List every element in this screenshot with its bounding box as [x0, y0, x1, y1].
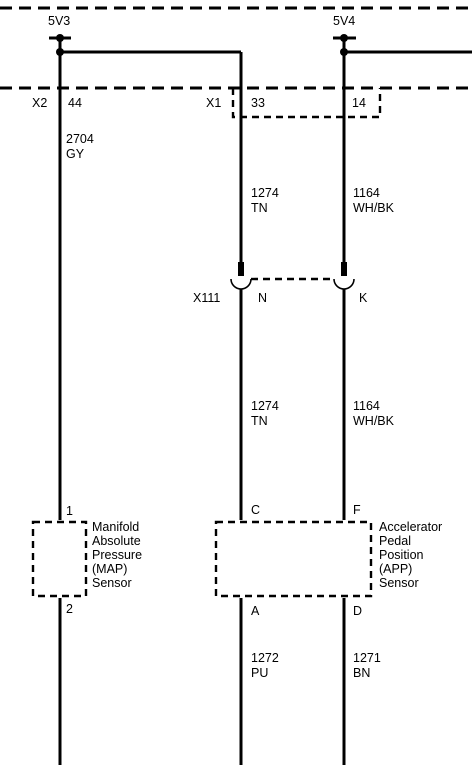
wire-1274-lower-circuit: 1274 — [251, 399, 279, 413]
map-pin-2: 2 — [66, 602, 73, 616]
app-pin-c: C — [251, 503, 260, 517]
wire-1164-upper-color: WH/BK — [353, 201, 395, 215]
map-sensor-box — [31, 520, 88, 598]
wire-1274-upper-color: TN — [251, 201, 268, 215]
x111-pin-n-stub — [238, 262, 244, 276]
wire-2704-circuit: 2704 — [66, 132, 94, 146]
x2-pin-44: 44 — [68, 96, 82, 110]
x2-connector-label: X2 — [32, 96, 47, 110]
supply-5v4-label: 5V4 — [333, 14, 355, 28]
app-label-line: Pedal — [379, 534, 411, 548]
x111-socket-n — [230, 278, 252, 290]
app-label-line: Sensor — [379, 576, 419, 590]
wire-1164-lower-color: WH/BK — [353, 414, 395, 428]
supply-5v3-label: 5V3 — [48, 14, 70, 28]
x111-pin-n: N — [258, 291, 267, 305]
app-pin-f: F — [353, 503, 361, 517]
app-label-line: (APP) — [379, 562, 412, 576]
wire-1271-circuit: 1271 — [353, 651, 381, 665]
wire-1274-lower-color: TN — [251, 414, 268, 428]
wire-1271-color: BN — [353, 666, 370, 680]
app-sensor-label: Accelerator Pedal Position (APP) Sensor — [379, 520, 442, 590]
map-label-line: Sensor — [92, 576, 132, 590]
map-sensor-label: Manifold Absolute Pressure (MAP) Sensor — [92, 520, 142, 590]
app-pin-d: D — [353, 604, 362, 618]
map-label-line: (MAP) — [92, 562, 127, 576]
wire-1164-lower-circuit: 1164 — [353, 399, 380, 413]
x111-socket-k — [333, 278, 355, 290]
app-sensor-box — [214, 520, 373, 598]
wire-2704-color: GY — [66, 147, 85, 161]
app-label-line: Position — [379, 548, 424, 562]
app-pin-a: A — [251, 604, 260, 618]
x1-pin-33: 33 — [251, 96, 265, 110]
x1-connector-label: X1 — [206, 96, 221, 110]
map-label-line: Absolute — [92, 534, 141, 548]
map-label-line: Manifold — [92, 520, 139, 534]
x1-pin-14: 14 — [352, 96, 366, 110]
x111-pin-k: K — [359, 291, 368, 305]
wire-1272-circuit: 1272 — [251, 651, 279, 665]
x111-connector-label: X111 — [193, 291, 220, 305]
map-label-line: Pressure — [92, 548, 142, 562]
wire-1272-color: PU — [251, 666, 268, 680]
x1-connector-box — [231, 88, 382, 119]
wire-1274-upper-circuit: 1274 — [251, 186, 279, 200]
app-label-line: Accelerator — [379, 520, 442, 534]
wire-1164-upper-circuit: 1164 — [353, 186, 380, 200]
x111-pin-k-stub — [341, 262, 347, 276]
map-pin-1: 1 — [66, 504, 73, 518]
